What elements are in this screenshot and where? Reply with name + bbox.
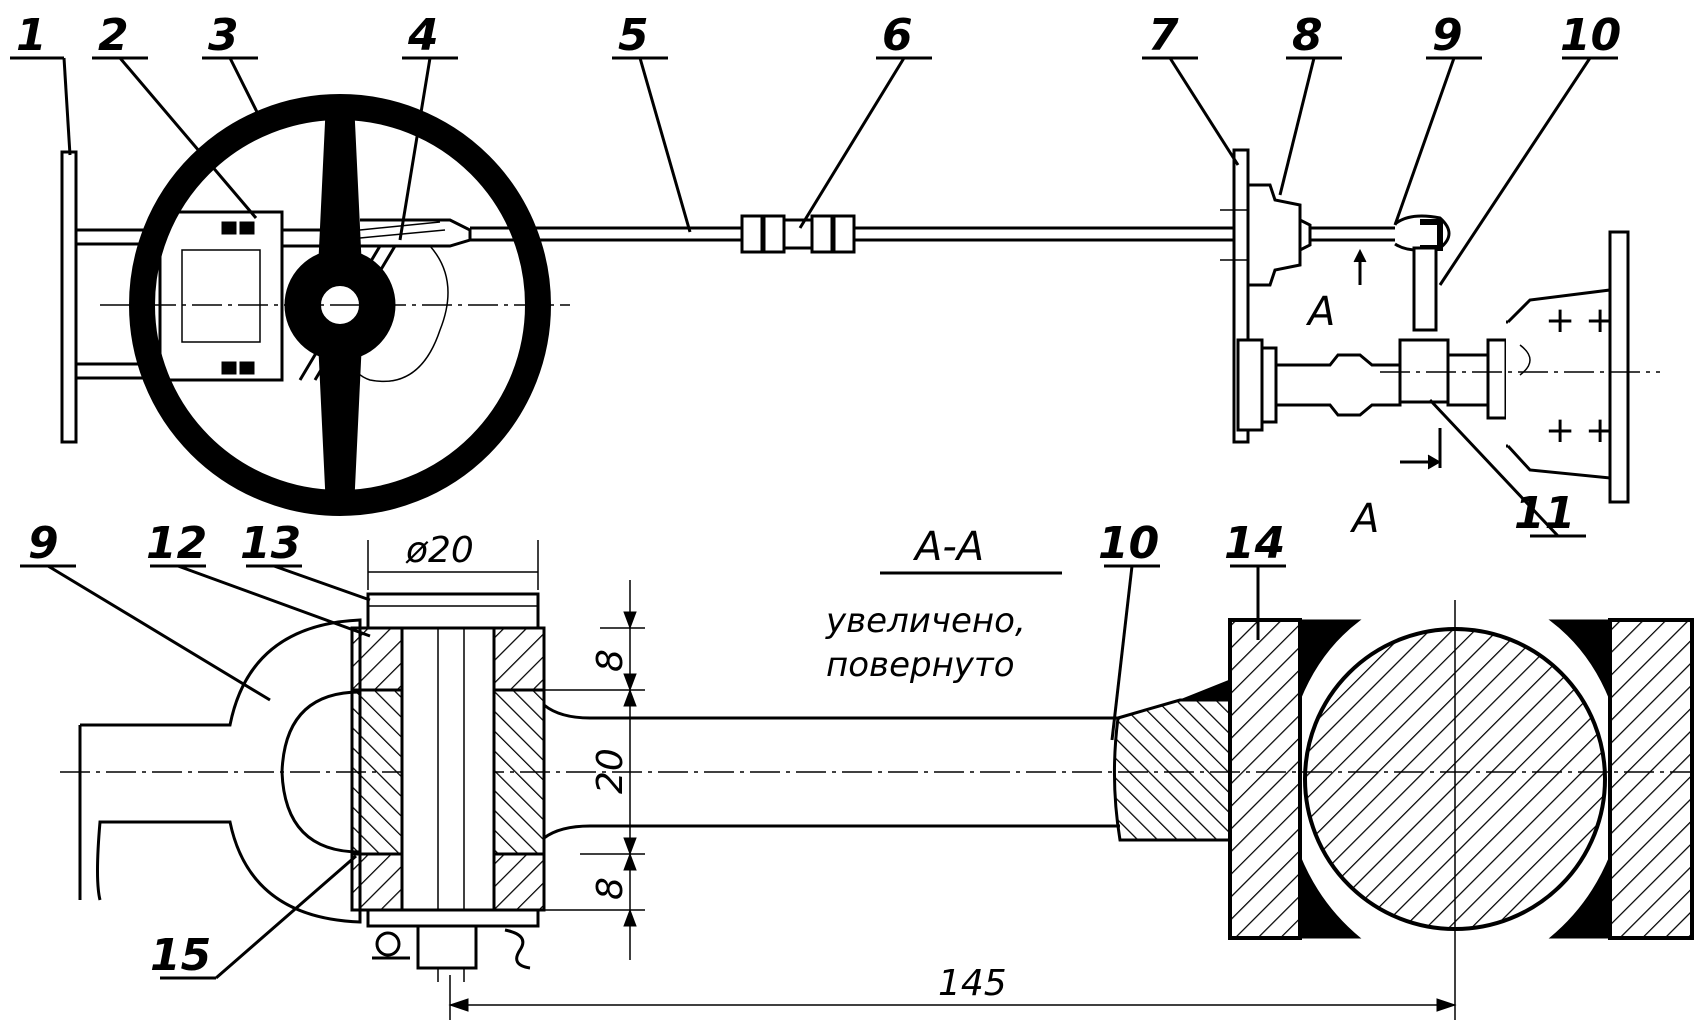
callout-12: 12 [146,518,207,569]
callout-10: 10 [1560,10,1621,61]
section-title: А-А [912,524,984,570]
section-caption-line1: увеличено, [825,601,1026,641]
dim-bottom: 8 [590,877,631,900]
callout-1: 1 [16,10,47,61]
vertical-dims [540,580,645,960]
callout-5: 5 [618,10,649,61]
plus-mark-2: + [1585,300,1615,341]
callout-8: 8 [1292,10,1323,61]
section-arrows [1358,254,1442,470]
callout-6: 6 [882,10,913,61]
shaft-section [1228,600,1694,1020]
plus-mark-4: + [1585,410,1615,451]
callout-9-section: 9 [28,518,59,569]
diameter-dim [367,540,539,590]
callout-4: 4 [407,10,439,61]
callout-3: 3 [208,10,239,61]
rod-bearing [1246,183,1312,287]
dim-middle: 20 [590,748,631,794]
length-dim [448,975,1457,1020]
vertical-pin [1412,246,1438,332]
callout-10-section: 10 [1098,518,1159,569]
callout-14: 14 [1224,518,1285,569]
plus-mark-3: + [1545,410,1575,451]
dim-diameter: ø20 [405,530,474,571]
dim-top: 8 [590,649,631,672]
pin [366,592,540,982]
rod-coupling [740,214,856,254]
section-marker-top: A [1305,289,1335,335]
callout-11: 11 [1514,488,1575,539]
plus-mark-1: + [1545,300,1575,341]
bushing [350,626,546,912]
arm-9-section [78,618,362,924]
callout-15: 15 [150,930,211,981]
callout-7: 7 [1148,10,1179,61]
callout-9: 9 [1432,10,1463,61]
callout-2: 2 [98,10,129,61]
top-leaders [10,56,1618,538]
dim-length: 145 [938,963,1007,1004]
section-view: ø20 8 20 8 145 А-А увеличено [20,518,1694,1020]
callout-13: 13 [240,518,301,569]
gear-assembly: + + + + [1236,230,1660,504]
top-view: + + + + [10,10,1660,542]
section-marker-bottom: A [1349,496,1379,542]
section-caption-line2: повернуто [826,645,1015,685]
section-leaders [20,564,1286,980]
rod-10-section [543,679,1232,842]
